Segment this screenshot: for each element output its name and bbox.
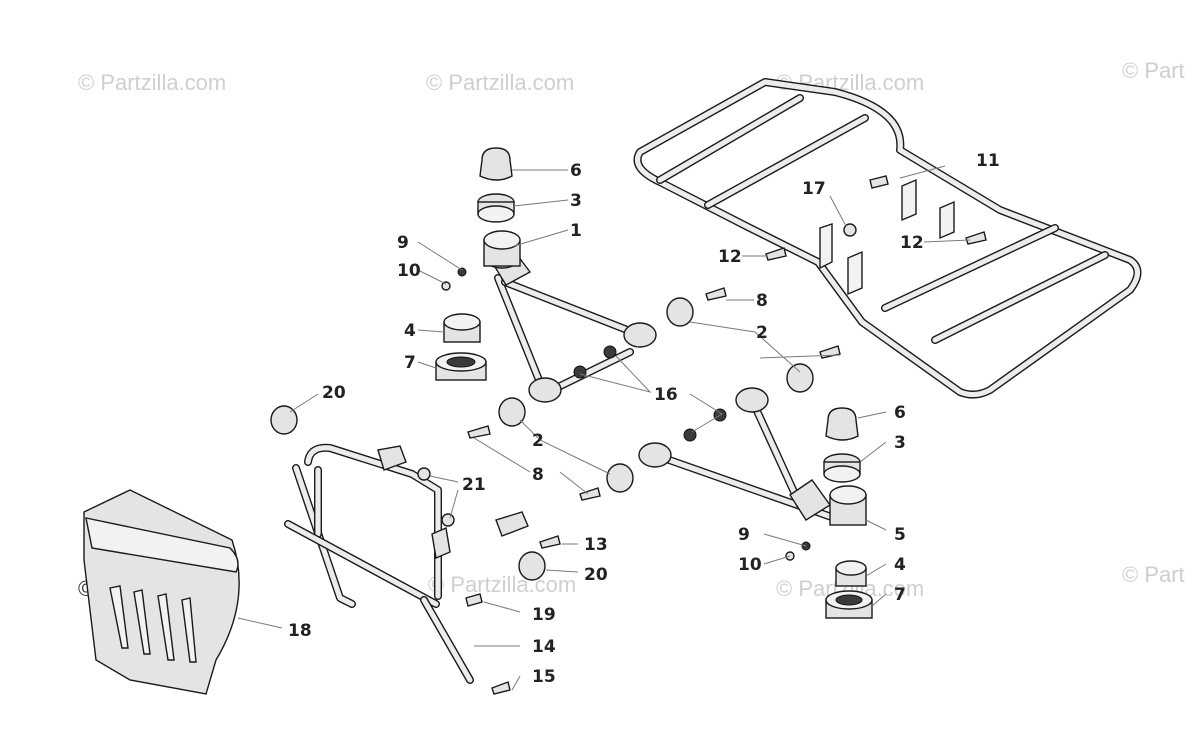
watermark: © Part (1122, 58, 1185, 83)
upper-a-arm (483, 230, 657, 403)
watermark: © Partzilla.com (776, 70, 924, 95)
callout-12: 12 (718, 247, 742, 267)
callout-7: 7 (404, 353, 416, 373)
callout-2: 2 (756, 323, 768, 343)
callout-20: 20 (584, 565, 608, 585)
callout-11: 10 (397, 261, 421, 281)
callout-10: 9 (738, 525, 750, 545)
callout-8: 8 (532, 465, 544, 485)
callout-12: 12 (900, 233, 924, 253)
watermark: © Partzilla.com (78, 70, 226, 95)
lower-a-arm (638, 387, 867, 526)
callout-2: 2 (532, 431, 544, 451)
watermark: © Partzilla.com (426, 70, 574, 95)
callout-19: 19 (532, 605, 556, 625)
callout-16: 16 (654, 385, 678, 405)
callout-3: 3 (570, 191, 582, 211)
callout-17: 17 (802, 179, 826, 199)
callout-15: 15 (532, 667, 556, 687)
bushings (435, 147, 987, 619)
callout-4: 4 (894, 555, 906, 575)
callout-10: 9 (397, 233, 409, 253)
callout-9: 11 (976, 151, 1000, 171)
rear-rack (633, 78, 1142, 399)
callout-21: 21 (462, 475, 486, 495)
callout-3: 3 (894, 433, 906, 453)
callout-6: 6 (894, 403, 906, 423)
callout-14: 14 (532, 637, 556, 657)
callout-18: 18 (288, 621, 312, 641)
callout-4: 4 (404, 321, 416, 341)
callout-11: 10 (738, 555, 762, 575)
callout-labels: 6 3 1 9 10 4 7 8 2 16 2 8 11 17 12 12 6 … (288, 151, 1000, 687)
watermark: © Part (1122, 562, 1185, 587)
callout-8: 8 (756, 291, 768, 311)
callout-5-unlisted: 5 (894, 525, 906, 545)
bumper-bracket (270, 405, 561, 695)
callout-7: 7 (894, 585, 906, 605)
callout-6: 6 (570, 161, 582, 181)
front-guard (83, 489, 240, 695)
callout-1: 1 (570, 221, 582, 241)
watermark: © Partzilla.com (428, 572, 576, 597)
callout-13: 13 (584, 535, 608, 555)
callout-20: 20 (322, 383, 346, 403)
leader-lines (237, 165, 971, 691)
